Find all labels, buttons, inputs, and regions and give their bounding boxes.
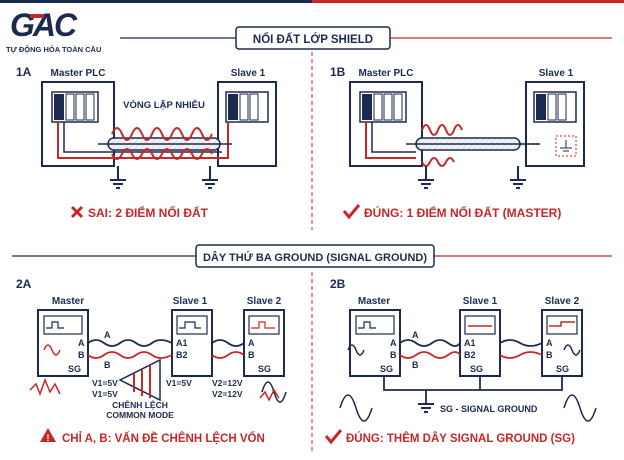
panel-1a-slave-label: Slave 1 — [231, 68, 266, 79]
panel-1b-master-label: Master PLC — [358, 68, 413, 79]
panel-2a-master-v2: V1=5V — [92, 389, 118, 399]
panel-2a-slave1-label: Slave 1 — [173, 296, 208, 307]
panel-2a-verdict: CHỈ A, B: VẤN ĐỀ CHÊNH LỆCH VỐN — [62, 431, 265, 445]
panel-2b-tag: 2B — [330, 277, 346, 291]
panel-1a-noise-wave — [111, 127, 213, 141]
svg-text:SG: SG — [380, 364, 393, 374]
panel-1a-ground-slave-icon — [202, 166, 218, 189]
svg-text:B: B — [104, 360, 111, 370]
panel-2b-master-wave — [339, 394, 373, 422]
panel-1a-tag: 1A — [16, 65, 32, 79]
section1-title: NỐI ĐẤT LỚP SHIELD — [253, 32, 373, 46]
panel-2a-common-mode-line2: COMMON MODE — [106, 410, 174, 420]
panel-1b-check-icon — [342, 204, 361, 220]
panel-2a: 2A Master Slave 1 Slave 2 A B SG A1 B2 A… — [16, 277, 287, 445]
logo-tagline: TỰ ĐỘNG HÓA TOÀN CẦU — [6, 44, 101, 54]
panel-2a-slave2-label: Slave 2 — [247, 296, 282, 307]
section1-header: NỐI ĐẤT LỚP SHIELD — [120, 26, 612, 50]
svg-text:B: B — [248, 350, 255, 360]
svg-text:B: B — [546, 350, 553, 360]
svg-text:A: A — [546, 338, 553, 348]
top-accent-bar — [0, 0, 624, 3]
svg-text:A: A — [78, 338, 85, 348]
panel-2b-sg-label: SG - SIGNAL GROUND — [440, 404, 538, 414]
panel-2a-master-noise — [29, 377, 61, 397]
panel-2a-master-label: Master — [52, 296, 84, 307]
panel-2a-warning-icon: ! — [40, 428, 56, 443]
panel-1b-tag: 1B — [330, 65, 346, 79]
panel-1a-cross-icon — [70, 205, 84, 219]
svg-text:SG: SG — [470, 364, 483, 374]
svg-text:SG: SG — [68, 364, 81, 374]
svg-text:B: B — [78, 350, 85, 360]
panel-2a-master-v1: V1=5V — [92, 378, 118, 388]
svg-text:A: A — [248, 338, 255, 348]
panel-1b-noise-wave — [421, 124, 463, 136]
panel-1b-verdict: ĐÚNG: 1 ĐIỂM NỐI ĐẤT (MASTER) — [364, 205, 561, 220]
panel-2b-master-label: Master — [358, 296, 390, 307]
panel-2a-slave2-v1: V2=12V — [212, 378, 243, 388]
panel-1b-slave-label: Slave 1 — [539, 68, 574, 79]
panel-1a-ground-master-icon — [110, 166, 126, 189]
svg-text:B: B — [412, 360, 419, 370]
svg-text:A1: A1 — [464, 338, 476, 348]
panel-2b-slave2-label: Slave 2 — [545, 296, 580, 307]
panel-1a-loop-label: VÒNG LẶP NHIỄU — [123, 99, 205, 111]
panel-2b-check-icon — [324, 429, 343, 445]
gac-logo: GAC TỰ ĐỘNG HÓA TOÀN CẦU — [6, 7, 101, 54]
panel-1b-ground-slave-icon — [510, 166, 526, 189]
svg-text:A: A — [390, 338, 397, 348]
panel-1a-master-label: Master PLC — [50, 68, 105, 79]
panel-2a-slave2-v2: V2=12V — [212, 389, 243, 399]
panel-2b-verdict: ĐÚNG: THÊM DÂY SIGNAL GROUND (SG) — [346, 432, 575, 445]
svg-text:!: ! — [47, 433, 50, 443]
panel-2a-tag: 2A — [16, 277, 32, 291]
svg-text:SG: SG — [258, 364, 271, 374]
panel-2b: 2B Master Slave 1 Slave 2 A B SG A1 B2 S… — [324, 277, 597, 445]
section2-header: DÂY THỨ BA GROUND (SIGNAL GROUND) — [12, 244, 612, 268]
panel-2a-slave1-v: V1=5V — [166, 378, 192, 388]
panel-2b-slave1-label: Slave 1 — [463, 296, 498, 307]
panel-1b-ground-master-icon — [418, 166, 434, 189]
panel-1a: 1A Master PLC Slave 1 VÒNG LẶP NHIỄU — [16, 65, 277, 220]
logo-text: GAC — [10, 7, 78, 43]
panel-2a-common-mode-line1: CHÊNH LỆCH — [112, 399, 168, 410]
section2-title: DÂY THỨ BA GROUND (SIGNAL GROUND) — [203, 251, 427, 264]
panel-1b: 1B Master PLC Slave 1 — [330, 65, 585, 220]
svg-text:SG: SG — [556, 364, 569, 374]
svg-text:B2: B2 — [176, 350, 188, 360]
svg-text:B2: B2 — [464, 350, 476, 360]
svg-text:A: A — [104, 330, 111, 340]
svg-text:B: B — [390, 350, 397, 360]
panel-2b-signal-ground-icon — [418, 403, 434, 413]
svg-text:A1: A1 — [176, 338, 188, 348]
svg-text:A: A — [412, 330, 419, 340]
panel-1a-verdict: SAI: 2 ĐIỂM NỐI ĐẤT — [88, 205, 209, 220]
panel-2b-sg-wire — [383, 376, 563, 391]
